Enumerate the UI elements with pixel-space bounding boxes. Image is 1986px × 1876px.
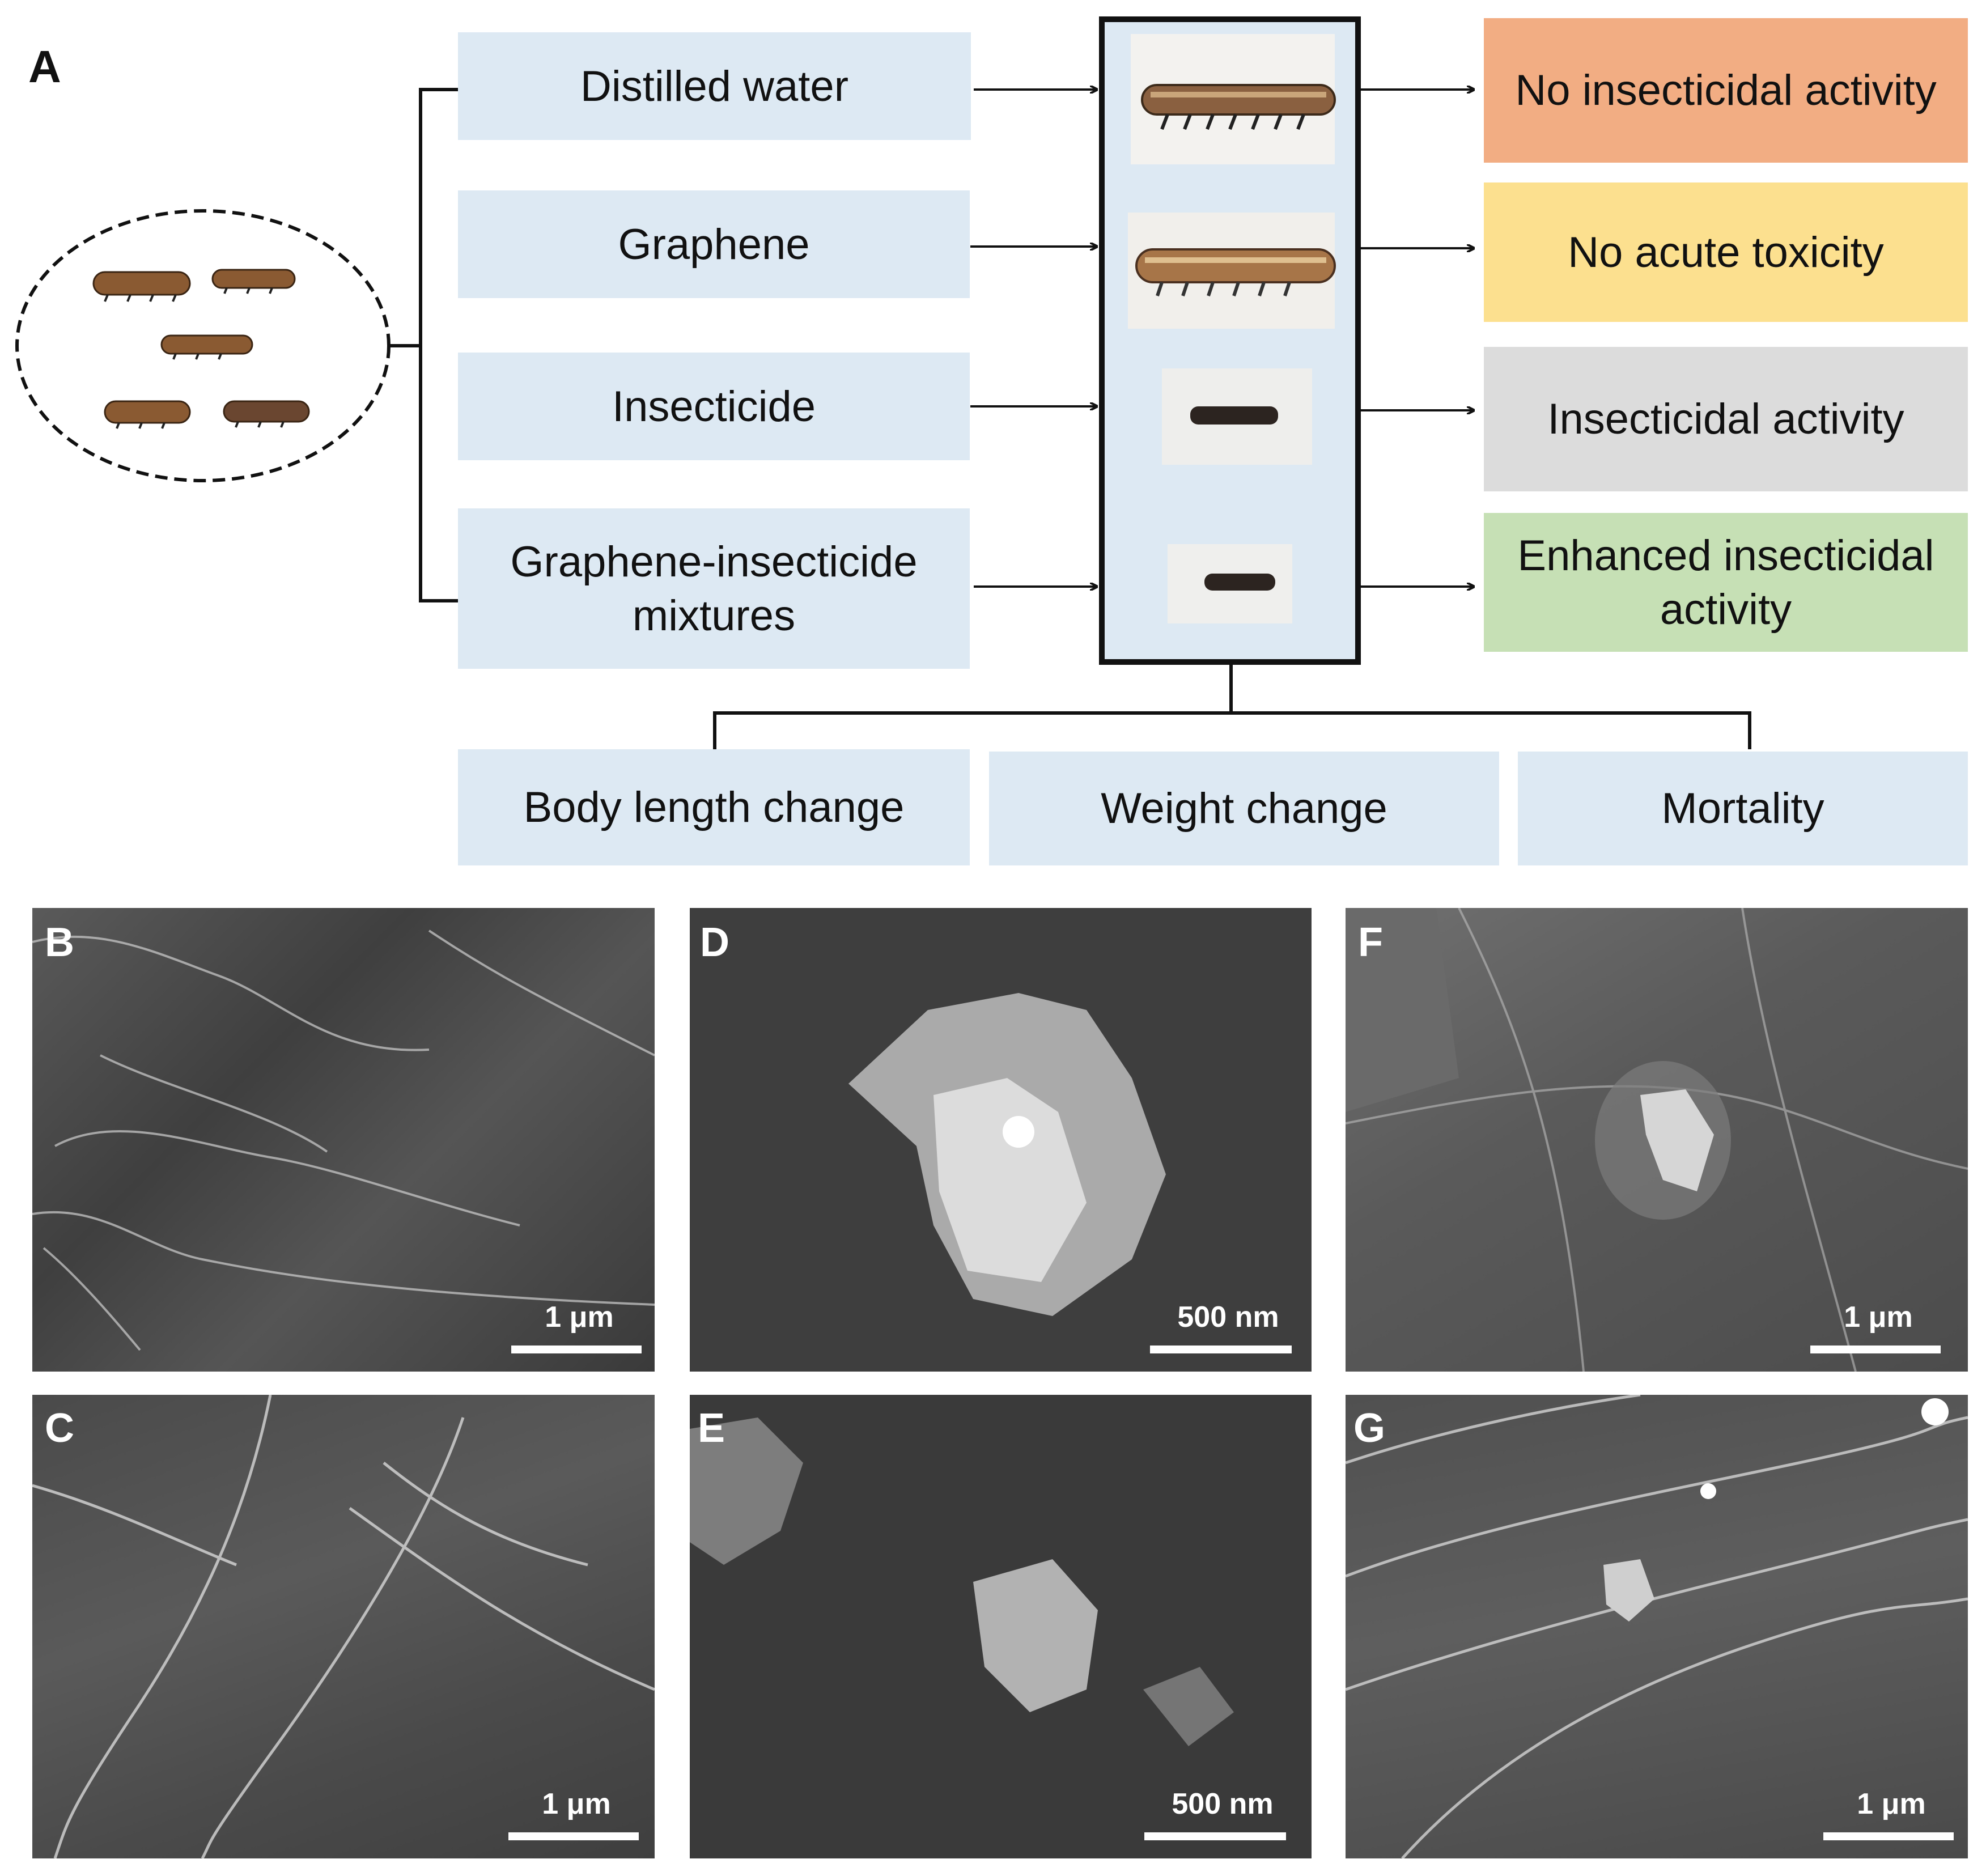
- flow-connectors: [15, 16, 1751, 749]
- scale-bar-f: [1810, 1346, 1941, 1353]
- scale-bar-b: [511, 1346, 642, 1353]
- measure-weight: Weight change: [989, 752, 1499, 865]
- scale-bar-c: [508, 1832, 639, 1840]
- panel-label-e: E: [698, 1406, 725, 1451]
- panel-label-f: F: [1358, 920, 1383, 965]
- outcome-insecticidal-activity: Insecticidal activity: [1484, 347, 1968, 491]
- scale-bar-g: [1823, 1832, 1954, 1840]
- scale-label-c: 1 μm: [542, 1788, 611, 1820]
- sem-panel-d: D 500 nm: [690, 908, 1312, 1372]
- panel-label-c: C: [45, 1406, 74, 1451]
- sem-panel-b: B 1 μm: [32, 908, 655, 1372]
- panel-label-b: B: [45, 920, 74, 965]
- treatment-graphene: Graphene: [458, 190, 970, 298]
- panel-label-d: D: [700, 920, 729, 965]
- outcome-no-acute-toxicity: No acute toxicity: [1484, 182, 1968, 322]
- sem-panel-f: F 1 μm: [1346, 908, 1968, 1372]
- scale-label-d: 500 nm: [1177, 1301, 1279, 1334]
- larva-mixture: [1204, 574, 1275, 591]
- larvae-group-legs: [104, 287, 285, 429]
- larva-insecticide: [1190, 406, 1278, 425]
- scale-label-g: 1 μm: [1857, 1788, 1926, 1820]
- sem-panel-g: G 1 μm: [1346, 1395, 1968, 1858]
- treatment-mixtures: Graphene-insecticide mixtures: [458, 508, 970, 669]
- treatment-distilled-water: Distilled water: [458, 32, 971, 140]
- sem-panel-c: C 1 μm: [32, 1395, 655, 1858]
- outcome-enhanced-insecticidal-activity: Enhanced insecticidal activity: [1484, 513, 1968, 652]
- outcome-no-insecticidal-activity: No insecticidal activity: [1484, 18, 1968, 163]
- scale-bar-e: [1144, 1832, 1286, 1840]
- larvae-group-ellipse: [15, 209, 391, 482]
- panel-label-a: A: [28, 41, 61, 92]
- scale-label-f: 1 μm: [1844, 1301, 1913, 1334]
- larvae-group: [92, 269, 310, 424]
- scale-label-e: 500 nm: [1172, 1788, 1274, 1820]
- measure-body-length: Body length change: [458, 749, 970, 865]
- larva-distilled-water: [1141, 84, 1336, 130]
- treatment-insecticide: Insecticide: [458, 353, 970, 460]
- measure-mortality: Mortality: [1518, 752, 1968, 865]
- scale-bar-d: [1150, 1346, 1292, 1353]
- sem-panel-e: E 500 nm: [690, 1395, 1312, 1858]
- panel-label-g: G: [1353, 1406, 1386, 1451]
- larva-graphene: [1135, 248, 1336, 296]
- scale-label-b: 1 μm: [545, 1301, 614, 1334]
